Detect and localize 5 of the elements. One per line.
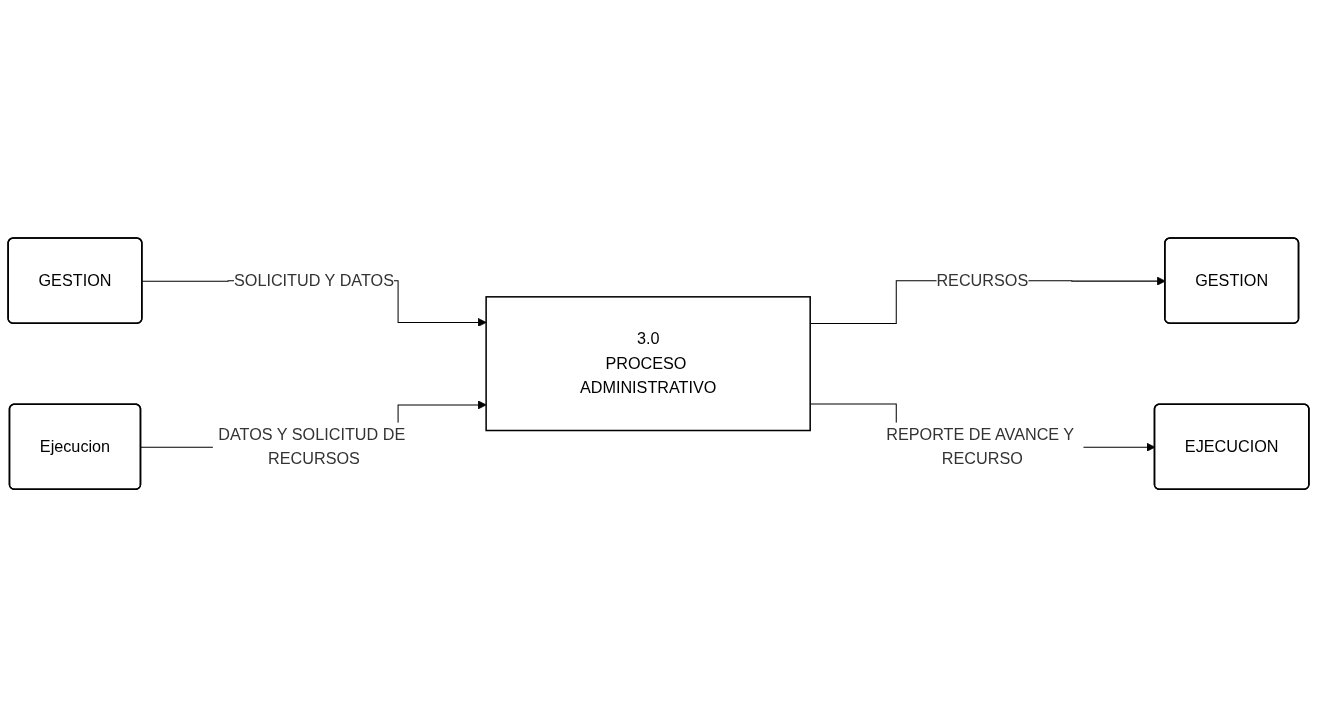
edge-label: SOLICITUD Y DATOS <box>233 271 394 289</box>
node-box: 3.0 PROCESO ADMINISTRATIVO <box>485 295 811 432</box>
edge-label: REPORTE DE AVANCE Y RECURSO <box>886 425 1074 467</box>
edge-label: DATOS Y SOLICITUD DE RECURSOS <box>218 425 406 467</box>
edge-label: RECURSOS <box>936 271 1029 289</box>
